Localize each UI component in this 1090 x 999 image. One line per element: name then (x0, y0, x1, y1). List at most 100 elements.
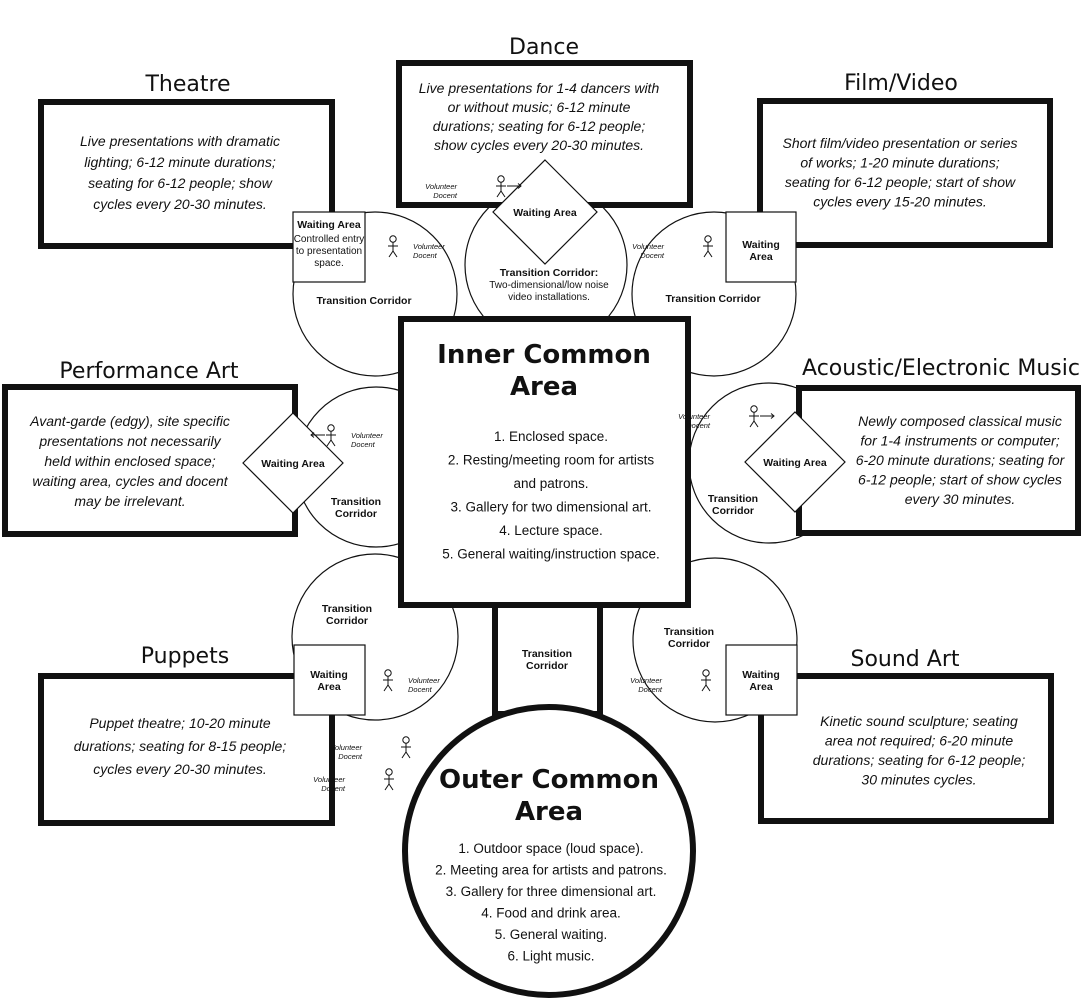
docent-label: Volunteer (408, 676, 440, 685)
docent-label: Volunteer (351, 431, 383, 440)
text-line: Live presentations for 1-4 dancers with (419, 80, 660, 96)
performance-description: Avant-garde (edgy), site specificpresent… (29, 413, 230, 509)
docent-label: Volunteer (678, 412, 710, 421)
docent-label: Docent (408, 685, 433, 694)
text-line: Transition Corridor (316, 295, 411, 307)
text-line: Corridor (326, 615, 368, 627)
sound-box (758, 673, 1054, 824)
text-line: cycles every 20-30 minutes. (93, 761, 267, 777)
text-line: to presentation (296, 246, 362, 257)
text-line: of works; 1-20 minute durations; (800, 155, 999, 171)
text-line: Transition (322, 603, 372, 615)
performance-title: Performance Art (59, 359, 239, 384)
text-line: durations; seating for 6-12 people; (813, 752, 1026, 768)
puppets-box (38, 673, 335, 826)
text-line: Waiting (742, 669, 780, 681)
text-line: Live presentations with dramatic (80, 133, 280, 149)
dance-waiting-label: Waiting Area (513, 207, 577, 219)
text-line: Waiting Area (261, 458, 325, 470)
film-box (757, 98, 1053, 248)
text-line: Area (510, 372, 578, 402)
outer-common-list: 1. Outdoor space (loud space).2. Meeting… (435, 841, 667, 964)
docent-label: Docent (321, 784, 346, 793)
theatre-waiting-label: Waiting Area (297, 219, 361, 231)
text-line: Two-dimensional/low noise (489, 280, 609, 291)
dance-title: Dance (509, 35, 579, 60)
text-line: Transition (522, 648, 572, 660)
acoustic-description: Newly composed classical music for 1-4 in… (856, 413, 1066, 507)
docent-label: Volunteer (630, 676, 662, 685)
text-line: Corridor (668, 638, 710, 650)
text-line: for 1-4 instruments or computer; (860, 433, 1059, 449)
text-line: 2. Meeting area for artists and patrons. (435, 863, 667, 878)
performance-waiting-label: Waiting Area (261, 458, 325, 470)
text-line: cycles every 20-30 minutes. (93, 196, 267, 212)
theatre-description: Live presentations with dramaticlighting… (80, 133, 280, 212)
text-line: Corridor (712, 505, 754, 517)
text-line: Transition Corridor (665, 293, 760, 305)
text-line: Waiting Area (297, 219, 361, 231)
text-line: 3. Gallery for two dimensional art. (450, 500, 651, 515)
text-line: show cycles every 20-30 minutes. (434, 137, 644, 153)
text-line: Inner Common (437, 340, 651, 370)
text-line: 5. General waiting/instruction space. (442, 547, 660, 562)
acoustic-waiting-label: Waiting Area (763, 457, 827, 469)
text-line: and patrons. (513, 476, 588, 491)
text-line: 5. General waiting. (495, 927, 608, 942)
film-description: Short film/video presentation or serieso… (783, 135, 1018, 210)
text-line: 30 minutes cycles. (861, 772, 976, 788)
inner-common-list: 1. Enclosed space.2. Resting/meeting roo… (442, 429, 660, 562)
outer-common-area (402, 704, 696, 998)
docent-label: Docent (433, 191, 458, 200)
text-line: presentations not necessarily (38, 433, 221, 449)
sound-title: Sound Art (851, 647, 960, 672)
text-line: video installations. (508, 292, 590, 303)
text-line: Outer Common (439, 765, 659, 795)
stick-figure-icon (701, 669, 711, 692)
theatre-corridor-label: Transition Corridor (316, 295, 411, 307)
stick-figure-icon (384, 768, 394, 791)
text-line: Controlled entry (294, 234, 365, 245)
stick-figure-icon (310, 424, 336, 447)
stick-figure-icon (388, 235, 398, 258)
text-line: 2. Resting/meeting room for artists (448, 453, 655, 468)
text-line: Puppet theatre; 10-20 minute (89, 715, 271, 731)
text-line: Waiting Area (763, 457, 827, 469)
theatre-title: Theatre (144, 72, 230, 97)
text-line: area not required; 6-20 minute (825, 733, 1014, 749)
docent-label: Docent (640, 251, 665, 260)
acoustic-waiting-area (744, 411, 846, 513)
text-line: 6-12 people; start of show cycles (858, 472, 1062, 488)
docent-label: Docent (638, 685, 663, 694)
text-line: Waiting (310, 669, 348, 681)
text-line: may be irrelevant. (74, 493, 185, 509)
docent-label: Volunteer (413, 242, 445, 251)
dance-description: Live presentations for 1-4 dancers witho… (419, 80, 660, 153)
text-line: cycles every 15-20 minutes. (813, 194, 987, 210)
docent-label: Volunteer (330, 743, 362, 752)
text-line: Area (317, 681, 341, 693)
text-line: waiting area, cycles and docent (32, 473, 228, 489)
text-line: Newly composed classical music (858, 413, 1062, 429)
stick-figure-icon (703, 235, 713, 258)
text-line: 3. Gallery for three dimensional art. (446, 884, 657, 899)
acoustic-box (796, 385, 1081, 536)
